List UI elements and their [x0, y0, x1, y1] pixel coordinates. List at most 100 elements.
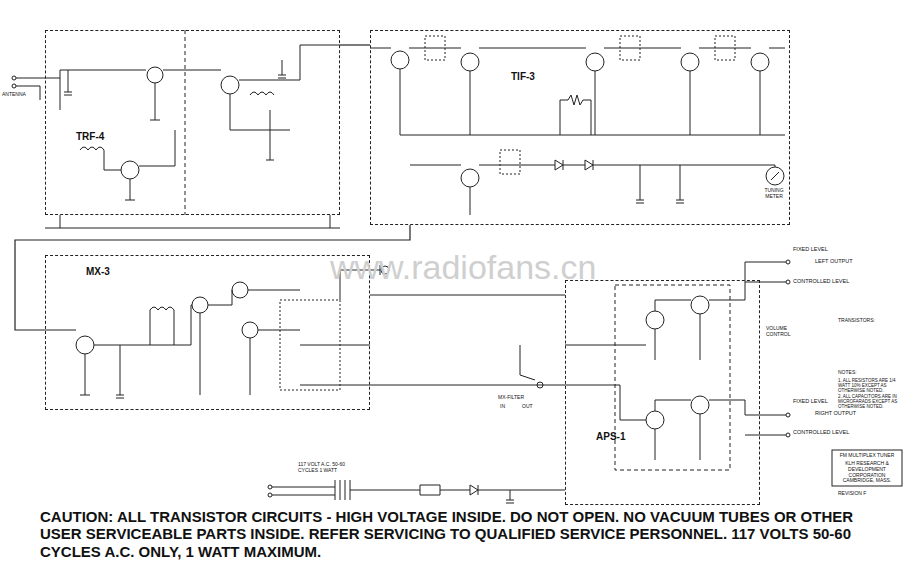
tif-wiring-part [681, 53, 699, 71]
tif-wiring-part [400, 69, 785, 135]
terminal-label: ANTENNA [2, 92, 26, 98]
module-name: TIF-3 [511, 71, 535, 82]
caution-text: CAUTION: ALL TRANSISTOR CIRCUITS - HIGH … [40, 508, 880, 560]
module-box: TIF-3 [370, 30, 790, 225]
tif-wiring-part [766, 167, 784, 185]
model-block-part [832, 450, 902, 486]
aps-wiring-part [565, 300, 691, 345]
switch-label: OUT [522, 404, 533, 410]
output-label: FIXED LEVEL [793, 398, 828, 404]
tif-wiring-part [586, 53, 604, 71]
signal-wire [340, 44, 370, 45]
tif-wiring-part [620, 36, 640, 60]
mx-wiring-part [45, 330, 76, 331]
tif-wiring-part [560, 95, 591, 135]
trf-wiring-part [185, 30, 186, 215]
aps-wiring-part [565, 385, 691, 420]
tif-wiring-part [500, 150, 520, 174]
antenna-input-part [12, 76, 16, 80]
mx-wiring-part [80, 345, 191, 398]
model-text: FM MULTIPLEX TUNER [834, 453, 900, 459]
watermark: www.radiofans.cn [330, 248, 630, 287]
tif-wiring-part [470, 165, 684, 215]
tif-wiring-part [771, 172, 779, 180]
trf-wiring-part [250, 60, 286, 95]
power-supply-part [268, 493, 272, 497]
module-name: MX-3 [86, 266, 110, 277]
aps-wiring-part [691, 296, 709, 314]
module-box: TRF-4 [45, 30, 340, 215]
tif-wiring-part [370, 48, 785, 49]
output-label: RIGHT OUTPUT [815, 410, 856, 416]
aps-wiring-part [786, 260, 790, 264]
module-name: TRF-4 [76, 131, 104, 142]
note-text: 1. ALL RESISTORS ARE 1/4 WATT 10% EXCEPT… [838, 378, 908, 394]
revision-text: REVISION F [838, 491, 866, 497]
aps-wiring-part [615, 285, 730, 470]
aps-wiring-part [786, 280, 790, 284]
tif-wiring-part [391, 51, 409, 69]
aps-wiring-part [655, 314, 700, 460]
aps-wiring [565, 260, 790, 470]
output-label: CONTROLLED LEVEL [793, 278, 849, 284]
tif-wiring-part [425, 36, 445, 60]
trf-wiring-part [45, 215, 340, 228]
mx-filter-switch-part [537, 382, 543, 388]
tif-wiring-part [461, 169, 479, 187]
trf-wiring-part [121, 161, 139, 179]
mx-wiring-part [76, 336, 94, 354]
trf-wiring-part [150, 70, 221, 120]
mx-wiring-part [242, 322, 258, 338]
power-supply-part [272, 487, 335, 495]
antenna-input-part [12, 84, 16, 88]
aps-wiring-part [786, 433, 790, 437]
output-label: FIXED LEVEL [793, 246, 828, 252]
switch-label: MX-FILTER [498, 395, 524, 401]
parts-heading: TRANSISTORS: [838, 318, 875, 324]
module-box: APS-1 [565, 280, 760, 505]
tif-wiring-part [751, 53, 769, 71]
trf-wiring-part [80, 147, 104, 150]
control-label: VOLUME CONTROL [766, 326, 796, 338]
trf-wiring-part [60, 70, 146, 110]
trf-wiring-part [221, 76, 239, 94]
meter-label: TUNING METER [756, 188, 792, 200]
mx-wiring-part [232, 282, 248, 298]
module-box: MX-3 [45, 255, 370, 410]
power-supply [268, 480, 565, 503]
model-block [832, 450, 902, 486]
tif-wiring-part [461, 53, 479, 71]
mx-wiring-part [150, 307, 174, 345]
output-label: CONTROLLED LEVEL [793, 429, 849, 435]
output-label: LEFT OUTPUT [815, 258, 853, 264]
trf-wiring-part [104, 130, 175, 200]
trf-wiring-part [147, 67, 163, 83]
mx-wiring-part [191, 290, 300, 395]
module-name: APS-1 [596, 431, 625, 442]
notes-heading: NOTES: [838, 370, 857, 376]
mx-filter-switch [520, 345, 543, 388]
note-text: 2. ALL CAPACITORS ARE IN MICROFARADS EXC… [838, 394, 908, 410]
mx-filter-switch-part [520, 345, 535, 380]
power-label: 117 VOLT A.C. 50-60 CYCLES 1 WATT [298, 462, 360, 474]
tif-wiring [370, 36, 785, 215]
trf-wiring-part [230, 45, 340, 160]
trf-wiring [45, 30, 340, 228]
signal-wire [370, 294, 565, 295]
power-supply-part [335, 480, 350, 500]
aps-wiring-part [691, 396, 709, 414]
aps-wiring-part [709, 262, 786, 435]
power-supply-part [350, 485, 565, 503]
model-text: KLH RESEARCH & DEVELOPMENT CORPORATION C… [834, 461, 900, 484]
aps-wiring-part [646, 311, 664, 329]
aps-wiring-part [786, 413, 790, 417]
tif-wiring-part [715, 36, 735, 60]
power-supply-part [268, 485, 272, 489]
tif-wiring-part [410, 160, 775, 170]
mx-wiring-part [192, 297, 208, 313]
aps-wiring-part [646, 411, 664, 429]
switch-label: IN [500, 404, 505, 410]
